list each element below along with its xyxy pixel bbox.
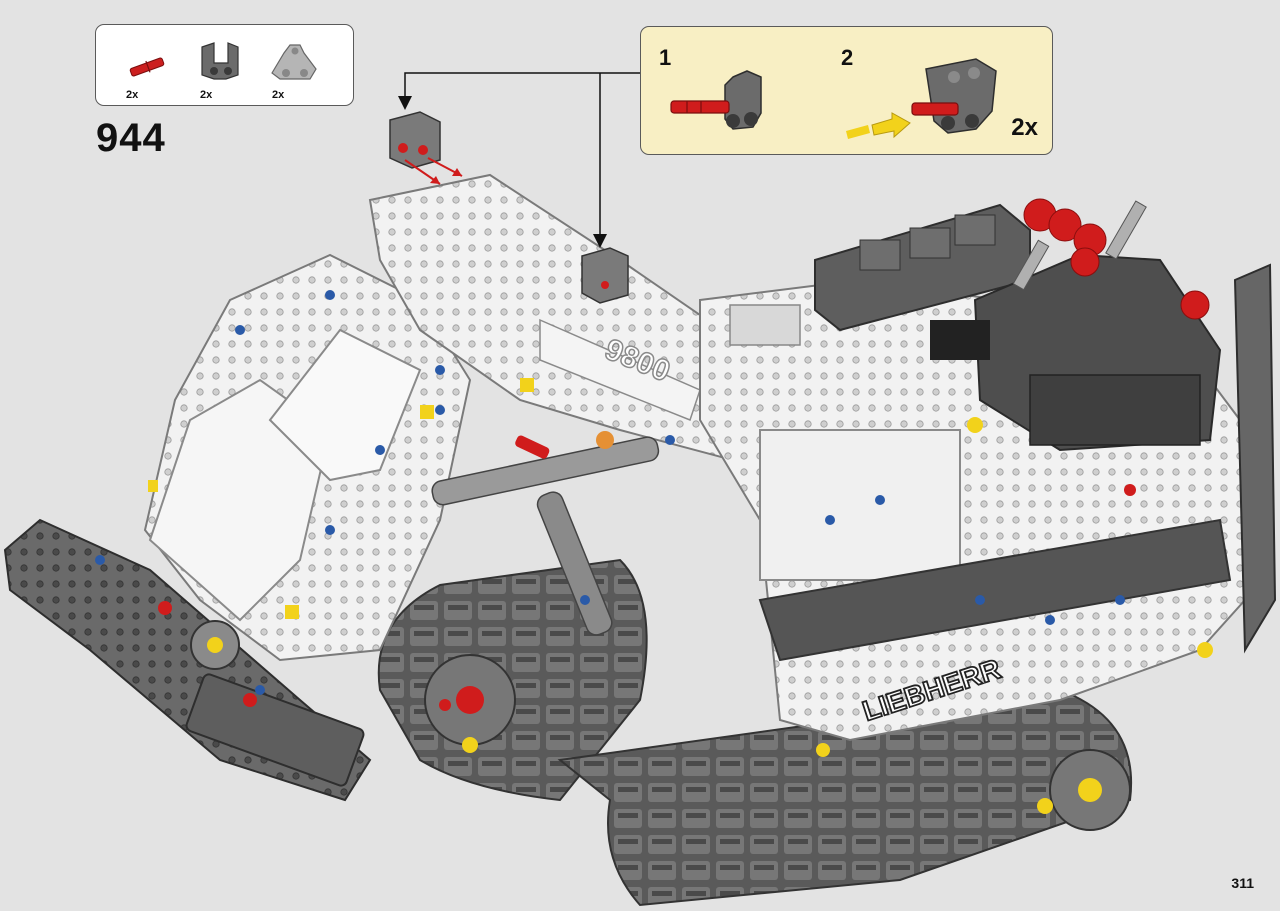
callout-pointer-lines: [404, 72, 640, 238]
upper-boom: 9800: [368, 173, 782, 636]
light-gray-bracket-icon: [271, 44, 317, 80]
sub-step-2-illustration: [846, 58, 997, 139]
dark-gray-bracket-icon: [201, 42, 239, 80]
sub-assembly-callout: 1 2 2x: [640, 26, 1053, 155]
parts-list-item: 2x: [192, 33, 252, 103]
parts-list-box: 2x 2x 2x: [95, 24, 354, 106]
sub-step-number: 1: [659, 45, 672, 70]
attach-part-right: [581, 247, 629, 304]
red-axle-pin-icon: [129, 57, 165, 77]
pointer-arrowhead-right: [593, 234, 607, 248]
pointer-arrowhead-left: [398, 96, 412, 110]
part-qty: 2x: [126, 89, 139, 101]
sub-step-1-illustration: [670, 70, 762, 130]
parts-list-item: 2x: [118, 33, 178, 103]
attach-part-left: [389, 111, 463, 185]
boom-white-panels: [143, 253, 472, 662]
parts-list-item: 2x: [264, 33, 324, 103]
connector-pins: [95, 290, 1213, 814]
part-qty: 2x: [200, 89, 213, 101]
bucket-arm: [3, 518, 372, 802]
step-number: 944: [96, 116, 166, 160]
part-qty: 2x: [272, 89, 285, 101]
side-rack: [1233, 263, 1277, 654]
engine-assembly: [814, 198, 1222, 452]
sub-step-number: 2: [841, 45, 854, 70]
callout-multiplier: 2x: [1011, 114, 1038, 141]
page-number: 311: [1231, 875, 1254, 891]
crawler-tracks: [377, 558, 1133, 907]
